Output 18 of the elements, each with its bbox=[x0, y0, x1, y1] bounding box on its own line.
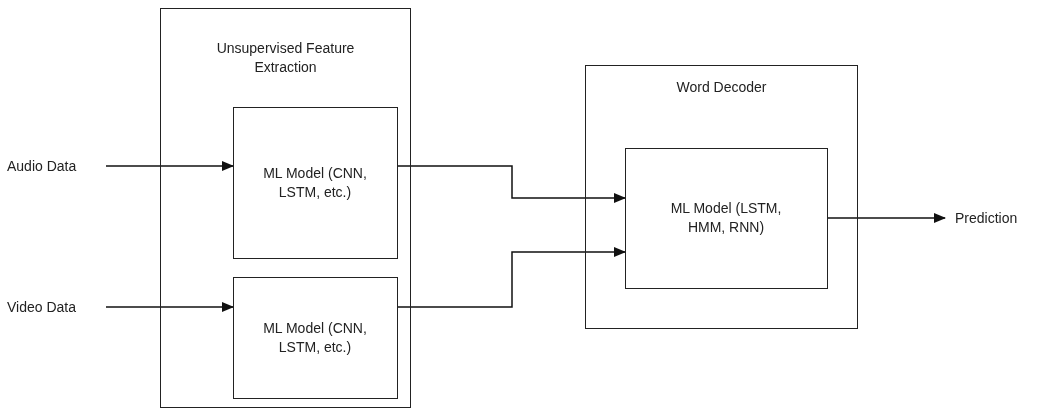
group-title: Word Decoder bbox=[675, 78, 768, 97]
text-label: Audio Data bbox=[7, 157, 102, 175]
arrow bbox=[827, 213, 946, 223]
arrow bbox=[105, 161, 234, 171]
box-label: ML Model (CNN, LSTM, etc.) bbox=[262, 318, 368, 357]
arrow bbox=[397, 165, 626, 203]
arrow bbox=[397, 247, 626, 308]
box-label: ML Model (CNN, LSTM, etc.) bbox=[262, 163, 368, 202]
arrow bbox=[105, 302, 234, 312]
group-box bbox=[585, 65, 858, 329]
process-box bbox=[232, 106, 398, 259]
text-label: Video Data bbox=[7, 298, 102, 316]
text-label: Prediction bbox=[955, 209, 1035, 227]
process-box bbox=[232, 276, 398, 399]
group-box bbox=[160, 8, 411, 408]
group-title: Unsupervised Feature Extraction bbox=[215, 39, 356, 77]
process-box bbox=[624, 147, 828, 289]
box-label: ML Model (LSTM, HMM, RNN) bbox=[669, 199, 783, 237]
